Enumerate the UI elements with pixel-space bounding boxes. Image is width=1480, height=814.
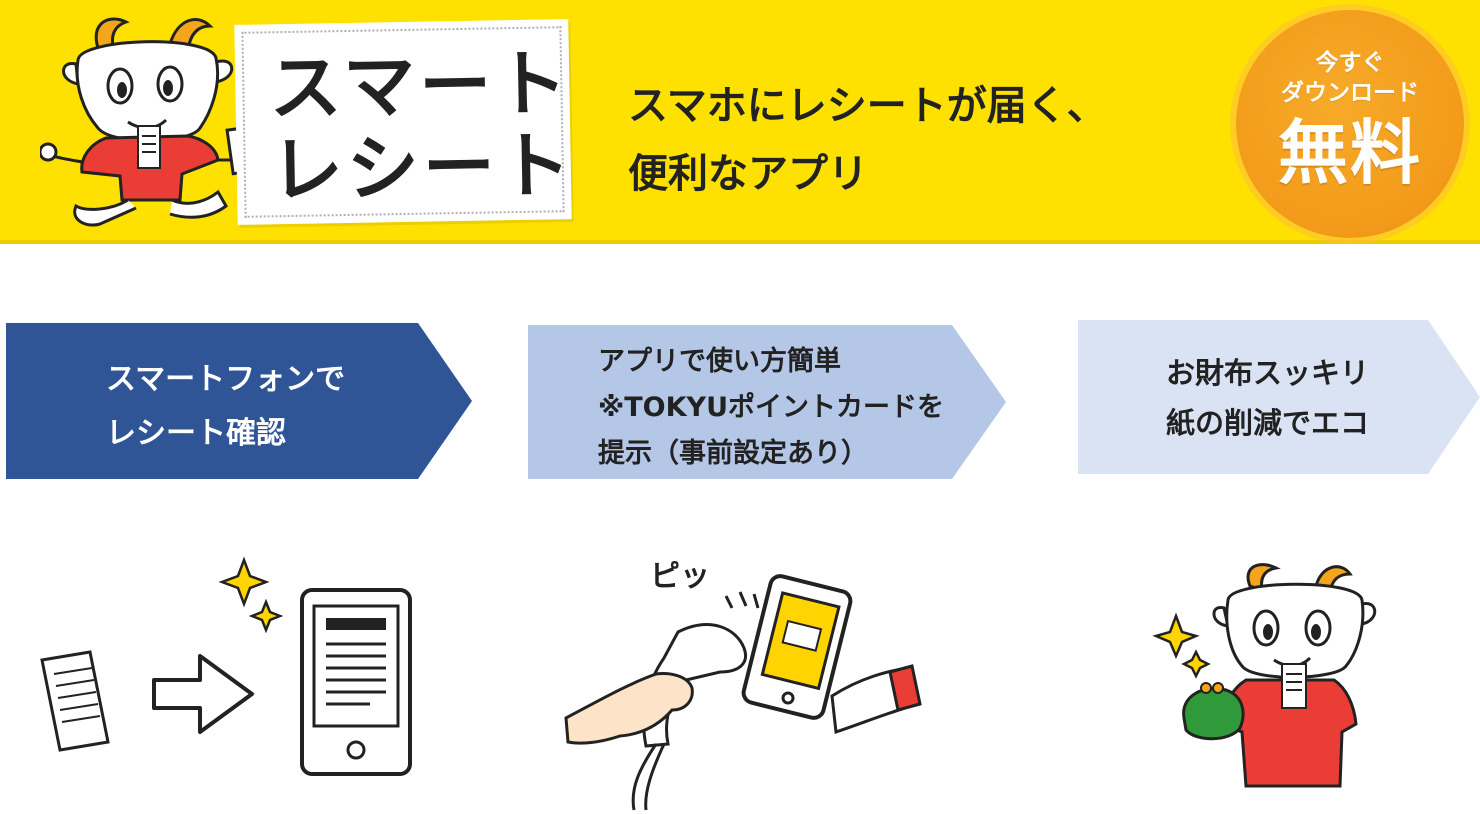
step-eco: お財布スッキリ 紙の削減でエコ [1078,320,1480,474]
sleeve-arm-icon [830,664,922,735]
step2-line3: 提示（事前設定あり） [598,438,868,469]
sparkle-icon [1152,612,1211,679]
step-label: お財布スッキリ 紙の削減でエコ [1166,348,1369,448]
step-arrow-shape [528,325,1006,479]
tagline-line1: スマホにレシートが届く、 [628,83,1107,129]
paper-receipt-icon [40,650,110,752]
step-easy-use: アプリで使い方簡単 ※TOKYUポイントカードを 提示（事前設定あり） [528,325,1006,479]
badge-now-text: 今すぐ [1315,50,1385,76]
step2-line2: ※TOKYUポイントカードを [598,392,945,423]
free-download-badge[interactable]: 今すぐ ダウンロード 無料 [1236,10,1464,238]
banner-tagline: スマホにレシートが届く、 便利なアプリ [628,72,1107,208]
hand-icon [564,672,694,745]
logo-text-line2: レシート [270,123,576,213]
step-label: スマートフォンで レシート確認 [106,353,345,461]
badge-download-text: ダウンロード [1281,80,1419,106]
step1-line1: スマートフォンで [106,362,346,397]
step-arrow-shape [6,323,472,479]
smartphone-barcode-icon [741,574,853,720]
scan-sound-text: ピッ [650,559,710,594]
step-label: アプリで使い方簡単 ※TOKYUポイントカードを 提示（事前設定あり） [598,339,944,477]
step1-line2: レシート確認 [106,416,286,451]
coin-purse-icon [1182,682,1245,741]
goat-mascot-icon [40,17,260,227]
right-arrow-icon [152,654,254,734]
scan-beep-lines [724,591,760,609]
sparkle-icon [218,556,284,634]
receipt-to-phone-illustration [40,556,412,776]
banner-edge [0,240,1480,244]
step2-line1: アプリで使い方簡単 [598,346,841,377]
smartphone-icon [300,588,412,776]
smart-receipt-logo: スマート レシート [234,19,576,225]
badge-free-text: 無料 [1278,112,1422,194]
app-banner: スマート レシート スマホにレシートが届く、 便利なアプリ 今すぐ ダウンロード… [0,0,1480,244]
barcode-scan-illustration: ピッ [564,559,922,811]
logo-text-line1: スマート [268,41,572,131]
step3-line1: お財布スッキリ [1166,356,1370,390]
step3-line2: 紙の削減でエコ [1166,406,1370,440]
step-arrow-shape [1078,320,1480,474]
goat-mascot-icon [1212,563,1377,788]
step-check-receipt: スマートフォンで レシート確認 [6,323,472,479]
goat-with-purse-illustration [1152,563,1377,788]
tagline-line2: 便利なアプリ [628,151,868,197]
